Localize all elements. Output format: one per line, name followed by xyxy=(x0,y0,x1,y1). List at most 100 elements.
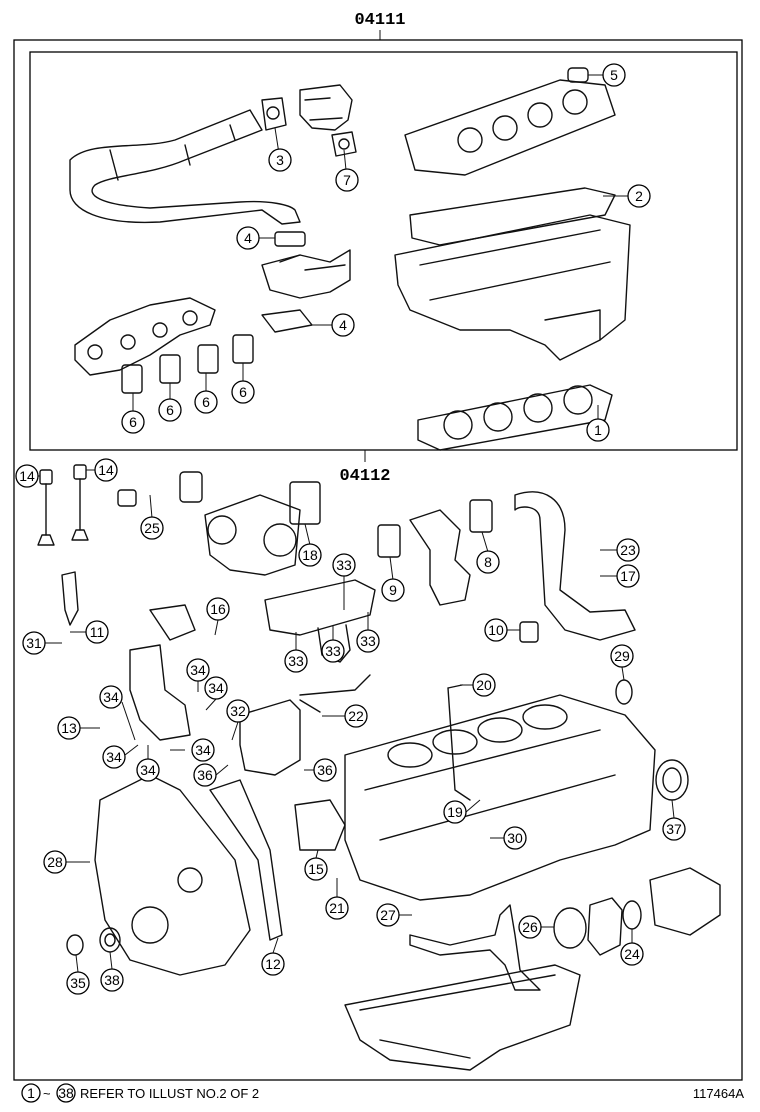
callout-15: 15 xyxy=(304,849,328,881)
callout-13: 13 xyxy=(57,716,100,740)
svg-text:23: 23 xyxy=(620,542,636,558)
footer-range-start: 1 xyxy=(21,1083,41,1103)
gasket-18 xyxy=(289,481,321,525)
svg-text:30: 30 xyxy=(507,830,523,846)
cylinder-block xyxy=(344,694,656,901)
callout-23: 23 xyxy=(600,538,640,562)
footer-note-text: REFER TO ILLUST NO.2 OF 2 xyxy=(80,1086,259,1101)
exhaust-gaskets-6 xyxy=(121,334,254,394)
svg-text:32: 32 xyxy=(230,703,246,719)
callout-34-f: 34 xyxy=(136,745,160,782)
valve-intake xyxy=(37,469,55,546)
oil-pan xyxy=(344,964,581,1071)
svg-text:38: 38 xyxy=(104,972,120,988)
svg-text:31: 31 xyxy=(26,635,42,651)
illustration-id: 117464A xyxy=(693,1086,744,1101)
valve-exhaust xyxy=(71,464,89,541)
egr-valve xyxy=(261,249,351,299)
callout-6-a: 6 xyxy=(121,393,145,434)
callout-8: 8 xyxy=(476,531,500,574)
callout-34-b: 34 xyxy=(204,676,228,711)
svg-text:34: 34 xyxy=(103,689,119,705)
head-gasket xyxy=(417,384,613,451)
svg-text:33: 33 xyxy=(325,643,341,659)
injection-pump xyxy=(239,699,301,776)
callout-7: 7 xyxy=(335,149,359,192)
callout-21: 21 xyxy=(325,878,349,920)
timing-cover xyxy=(94,774,251,976)
svg-text:15: 15 xyxy=(308,861,324,877)
svg-text:1: 1 xyxy=(27,1085,35,1101)
callout-6-d: 6 xyxy=(231,363,255,404)
svg-text:12: 12 xyxy=(265,956,281,972)
svg-text:20: 20 xyxy=(476,677,492,693)
gasket-7-plate xyxy=(331,131,357,157)
svg-text:36: 36 xyxy=(197,767,213,783)
callout-6-b: 6 xyxy=(158,383,182,422)
svg-text:16: 16 xyxy=(210,601,226,617)
svg-text:27: 27 xyxy=(380,907,396,923)
cylinder-head-cover xyxy=(404,79,616,176)
svg-text:2: 2 xyxy=(635,188,643,204)
callout-27: 27 xyxy=(376,903,412,927)
callout-17: 17 xyxy=(600,564,640,588)
injection-pipe-22 xyxy=(299,674,371,713)
intake-manifold-lower xyxy=(264,579,376,663)
vacuum-pump xyxy=(649,867,721,936)
gasket-8 xyxy=(469,499,493,533)
callout-24: 24 xyxy=(620,929,644,966)
svg-text:5: 5 xyxy=(610,67,618,83)
water-pipe xyxy=(514,491,636,641)
callout-4-upper: 4 xyxy=(236,226,275,250)
callout-33-mid: 33 xyxy=(321,625,345,663)
svg-text:34: 34 xyxy=(190,662,206,678)
callout-36-right: 36 xyxy=(304,758,337,782)
callout-19: 19 xyxy=(443,799,481,824)
svg-text:34: 34 xyxy=(106,749,122,765)
svg-text:7: 7 xyxy=(343,172,351,188)
thermostat-housing xyxy=(409,509,471,606)
svg-text:21: 21 xyxy=(329,900,345,916)
turbocharger xyxy=(204,494,301,576)
svg-text:3: 3 xyxy=(276,152,284,168)
oil-filler-cap xyxy=(567,67,589,83)
fuel-filter-bowl xyxy=(117,471,203,507)
callout-34-d: 34 xyxy=(170,738,215,762)
cylinder-head xyxy=(394,214,631,361)
svg-text:6: 6 xyxy=(239,384,247,400)
callout-2: 2 xyxy=(603,184,651,208)
callout-9: 9 xyxy=(381,556,405,602)
gasket-4-lower xyxy=(261,309,313,333)
svg-text:24: 24 xyxy=(624,946,640,962)
oil-pump-26-ring xyxy=(553,907,587,949)
callout-5: 5 xyxy=(588,63,626,87)
callout-34-c: 34 xyxy=(99,685,136,741)
rear-oil-seal-37 xyxy=(655,759,689,801)
o-ring-35 xyxy=(66,934,84,956)
callout-11: 11 xyxy=(70,620,109,644)
callout-38: 38 xyxy=(100,951,124,992)
oil-pump-assembly xyxy=(129,604,196,741)
svg-text:6: 6 xyxy=(166,402,174,418)
svg-text:26: 26 xyxy=(522,919,538,935)
svg-text:33: 33 xyxy=(288,653,304,669)
callout-36-left: 36 xyxy=(193,763,229,787)
callout-37: 37 xyxy=(662,799,686,841)
svg-text:36: 36 xyxy=(317,762,333,778)
callout-31: 31 xyxy=(22,631,62,655)
svg-text:10: 10 xyxy=(488,622,504,638)
svg-text:28: 28 xyxy=(47,854,63,870)
callout-18: 18 xyxy=(298,523,322,567)
callout-4-lower: 4 xyxy=(310,313,355,337)
callout-14-left: 14 xyxy=(15,464,40,488)
svg-text:13: 13 xyxy=(61,720,77,736)
svg-text:9: 9 xyxy=(389,582,397,598)
svg-text:19: 19 xyxy=(447,804,463,820)
callout-34-a: 34 xyxy=(186,658,210,692)
dipstick-guide xyxy=(447,684,471,801)
oil-filter-bracket xyxy=(587,897,623,956)
callout-10: 10 xyxy=(484,618,520,642)
group-code-04112: 04112 xyxy=(339,467,390,486)
callout-34-e: 34 xyxy=(102,744,139,769)
